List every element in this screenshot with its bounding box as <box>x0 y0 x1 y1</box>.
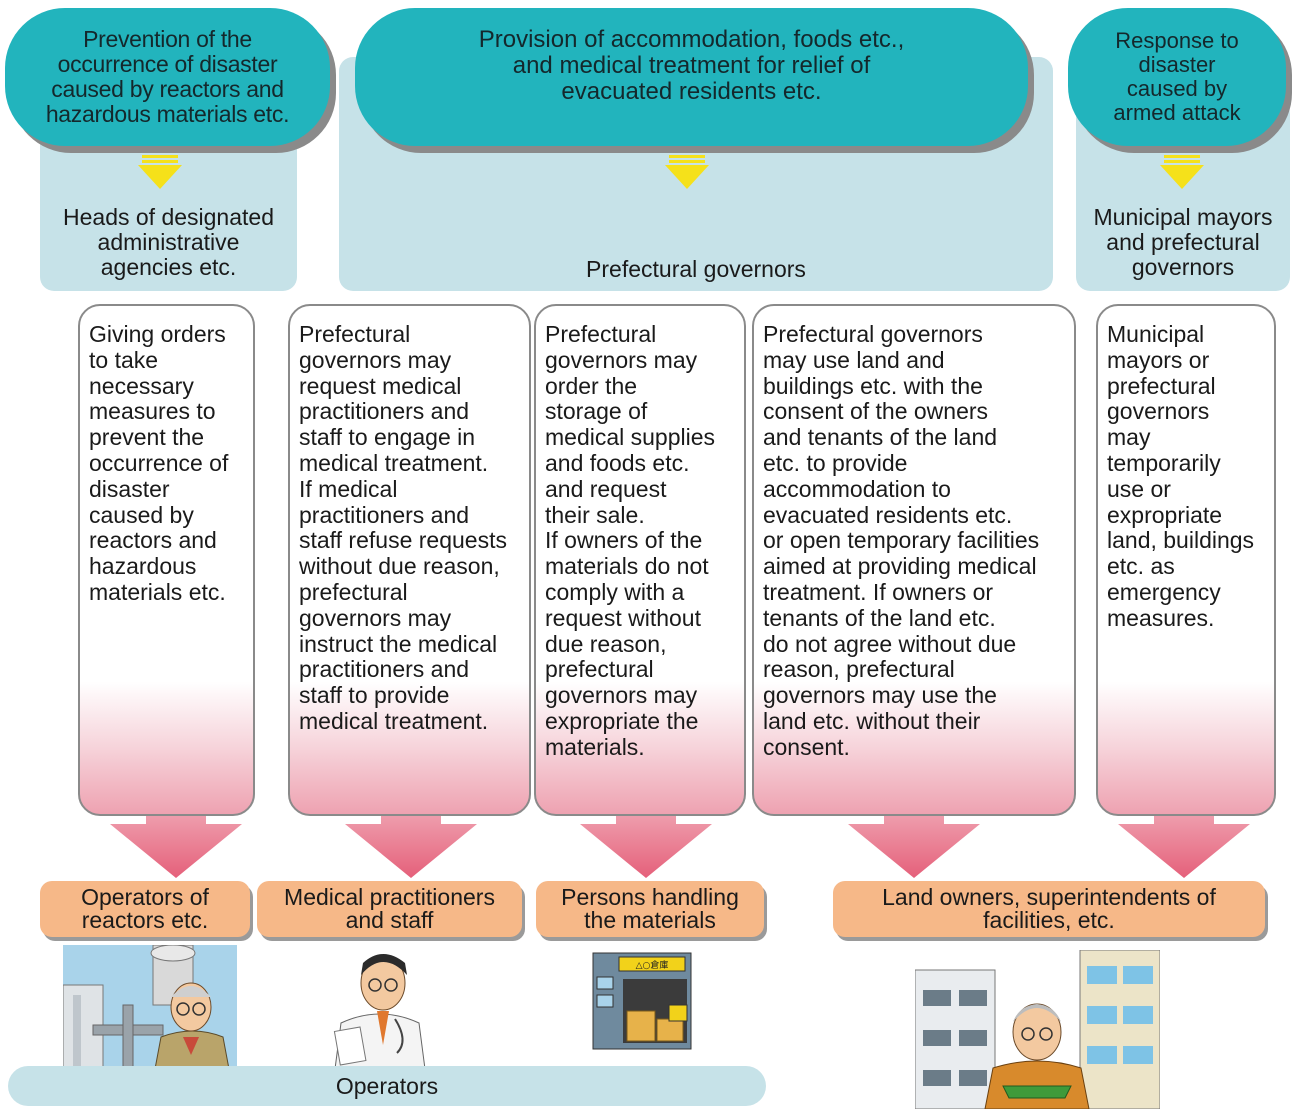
pink-down-arrow-icon <box>110 790 242 878</box>
reactor-operator-illustration <box>63 945 237 1069</box>
pink-down-arrow-icon <box>1118 790 1250 878</box>
pink-down-arrow-icon <box>848 790 980 878</box>
target-medical-staff: Medical practitioners and staff <box>257 881 522 937</box>
authority-mayors-governors: Municipal mayors and prefectural governo… <box>1093 204 1273 280</box>
authority-prefectural-governors: Prefectural governors <box>586 256 806 282</box>
measure-card-prevention: Giving orders to take necessary measures… <box>78 304 255 816</box>
measure-card-land-use: Prefectural governors may use land and b… <box>752 304 1076 816</box>
yellow-down-arrow-icon <box>1160 155 1204 189</box>
yellow-down-arrow-icon <box>138 155 182 189</box>
pink-down-arrow-icon <box>345 790 477 878</box>
category-prevention: Prevention of the occurrence of disaster… <box>5 8 330 146</box>
target-material-handlers: Persons handling the materials <box>536 881 764 937</box>
landowner-illustration <box>915 950 1160 1109</box>
operators-bar: Operators <box>8 1066 766 1106</box>
pink-down-arrow-icon <box>580 790 712 878</box>
target-reactor-operators: Operators of reactors etc. <box>40 881 250 937</box>
category-provision: Provision of accommodation, foods etc., … <box>355 8 1028 146</box>
measure-card-armed-attack: Municipal mayors or prefectural governor… <box>1096 304 1276 816</box>
measure-card-medical: Prefectural governors may request medica… <box>288 304 531 816</box>
doctor-illustration <box>333 954 426 1069</box>
category-armed-attack: Response to disaster caused by armed att… <box>1068 8 1286 146</box>
yellow-down-arrow-icon <box>665 155 709 189</box>
warehouse-illustration: △○倉庫 <box>585 945 695 1053</box>
target-land-owners: Land owners, superintendents of faciliti… <box>833 881 1265 937</box>
measure-card-materials: Prefectural governors may order the stor… <box>534 304 746 816</box>
warehouse-sign: △○倉庫 <box>636 959 669 971</box>
authority-heads-of-agencies: Heads of designated administrative agenc… <box>63 204 274 280</box>
